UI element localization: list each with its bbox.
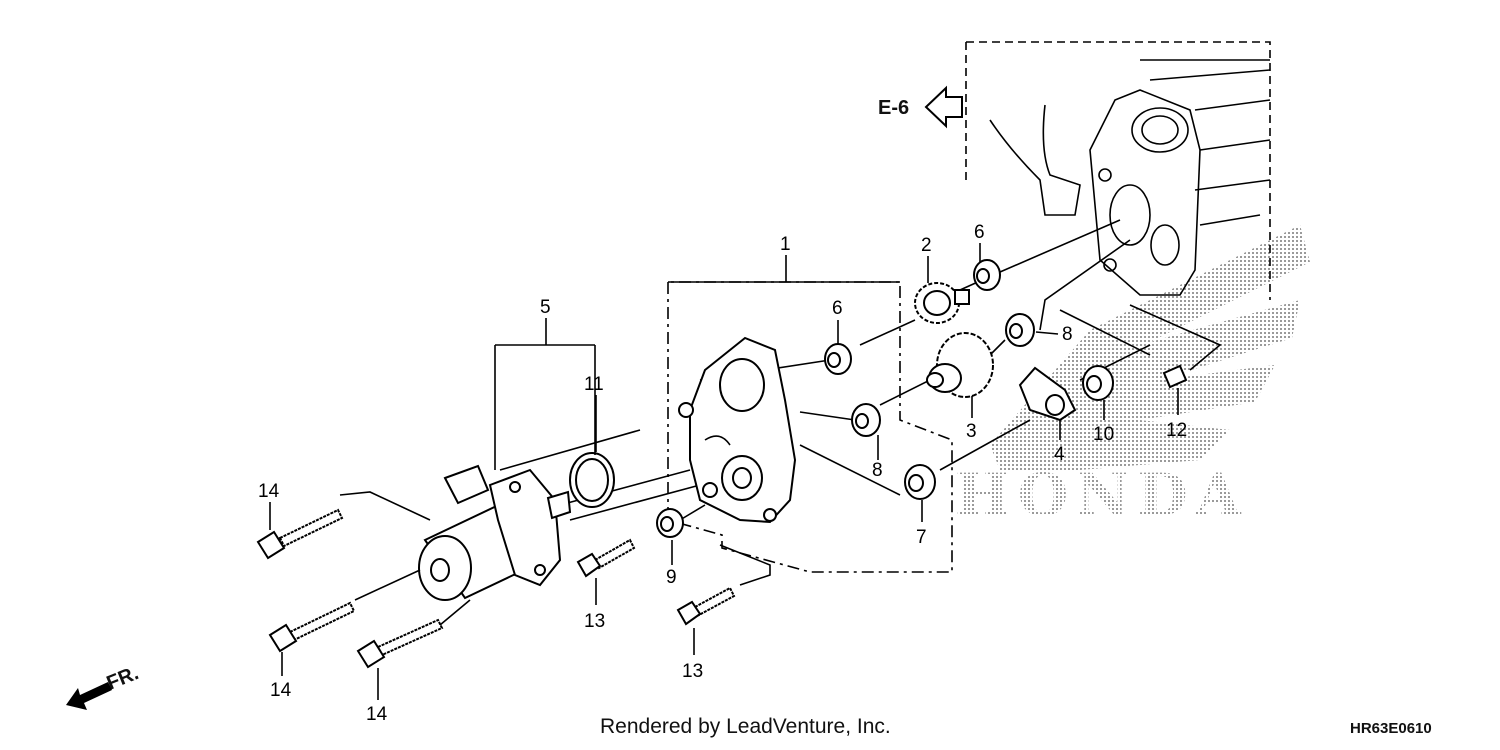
callout-1[interactable]: 1 xyxy=(780,234,791,255)
callout-6-upper[interactable]: 6 xyxy=(974,222,985,243)
bearing-6-upper[interactable] xyxy=(973,259,1001,291)
bolt-13-upper[interactable] xyxy=(576,538,636,578)
reference-e6[interactable]: E-6 xyxy=(878,85,963,129)
reference-arrow-icon xyxy=(924,85,963,129)
callout-9[interactable]: 9 xyxy=(666,567,677,588)
callout-5[interactable]: 5 xyxy=(540,297,551,318)
gear-cover-1[interactable] xyxy=(678,336,797,524)
dowel-pin-12[interactable] xyxy=(1162,364,1188,389)
bolt-14-lower[interactable] xyxy=(356,618,444,669)
callout-10[interactable]: 10 xyxy=(1093,424,1114,445)
callout-14-upper[interactable]: 14 xyxy=(258,481,280,502)
callout-11[interactable]: 11 xyxy=(584,374,604,395)
leader-lines xyxy=(269,243,1179,700)
shift-motor-5[interactable] xyxy=(418,464,572,601)
link-arm-4[interactable] xyxy=(1018,366,1077,422)
bolt-14-middle[interactable] xyxy=(268,601,356,653)
callout-4[interactable]: 4 xyxy=(1054,444,1065,465)
callout-6-lower[interactable]: 6 xyxy=(832,298,843,319)
callout-13-upper[interactable]: 13 xyxy=(584,611,605,632)
diagram-code: HR63E0610 xyxy=(1350,720,1432,737)
callout-2[interactable]: 2 xyxy=(921,235,932,256)
bearing-6-lower[interactable] xyxy=(824,343,852,375)
o-ring-11[interactable] xyxy=(569,452,615,508)
bolt-14-upper[interactable] xyxy=(256,508,344,560)
callout-8-upper[interactable]: 8 xyxy=(1062,324,1073,345)
gear-3[interactable] xyxy=(926,332,994,398)
callout-12[interactable]: 12 xyxy=(1166,420,1187,441)
engine-case-section xyxy=(965,41,1271,300)
bearing-10[interactable] xyxy=(1082,365,1114,401)
callout-14-lower[interactable]: 14 xyxy=(366,704,388,725)
svg-text:FR.: FR. xyxy=(104,662,142,694)
callout-3[interactable]: 3 xyxy=(966,421,977,442)
bearing-8-lower[interactable] xyxy=(851,403,881,437)
svg-text:E-6: E-6 xyxy=(878,97,909,119)
seal-9[interactable] xyxy=(656,508,684,538)
honda-wing-logo xyxy=(990,225,1310,470)
callout-13-lower[interactable]: 13 xyxy=(682,661,703,682)
front-direction: FR. xyxy=(66,662,142,710)
gear-2[interactable] xyxy=(914,282,970,324)
front-arrow-icon xyxy=(66,682,112,710)
callout-14-middle[interactable]: 14 xyxy=(270,680,292,701)
callout-7[interactable]: 7 xyxy=(916,527,927,548)
bearing-7[interactable] xyxy=(904,464,936,500)
callout-8-lower[interactable]: 8 xyxy=(872,460,883,481)
render-credit: Rendered by LeadVenture, Inc. xyxy=(600,715,891,738)
cover-assembly-bracket xyxy=(667,281,953,573)
callout-labels: 1 2 3 4 5 6 6 7 8 8 9 10 11 12 13 13 14 … xyxy=(258,222,1187,725)
bearing-8-upper[interactable] xyxy=(1005,313,1035,347)
honda-wordmark: HONDA xyxy=(955,461,1249,529)
honda-watermark: HONDA xyxy=(955,225,1310,529)
bolt-13-lower[interactable] xyxy=(676,586,736,626)
